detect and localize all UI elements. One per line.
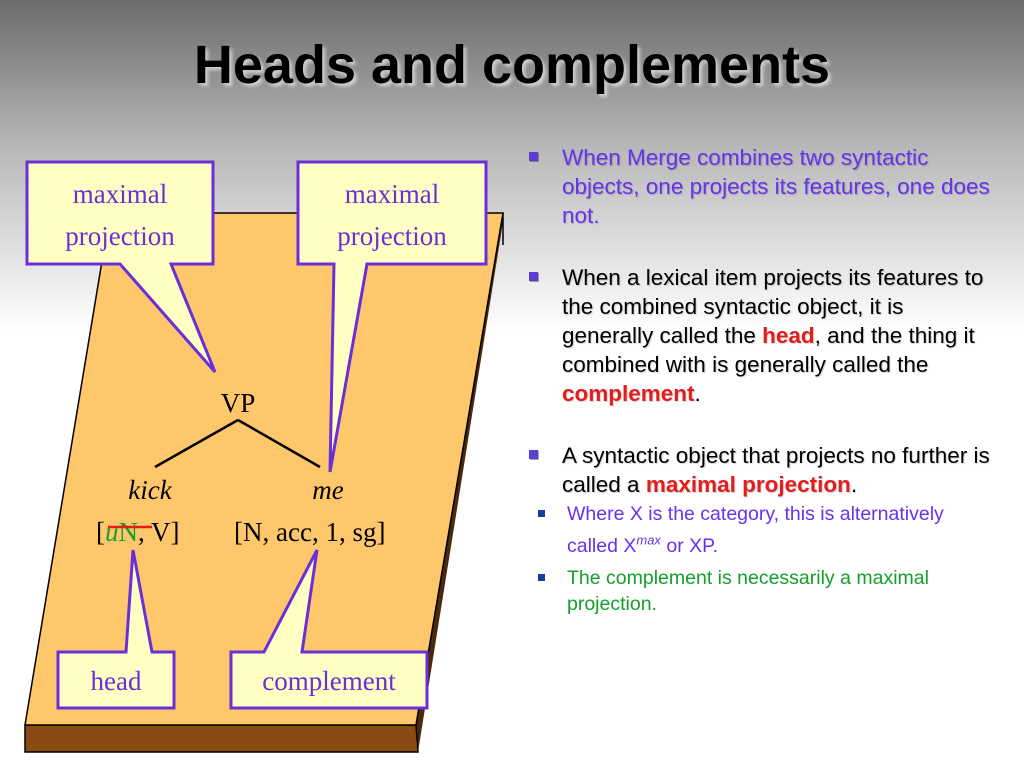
bullet-text-part: . (694, 381, 701, 406)
sub-bullet-square-icon (538, 510, 545, 517)
bullet-square-icon (529, 272, 538, 281)
bullet-item: When Merge combines two syntactic object… (522, 143, 1000, 230)
complement-features: [N, acc, 1, sg] (234, 517, 385, 547)
bullet-text-part: A syntactic object that projects no furt… (562, 443, 990, 497)
tree-branch-right (237, 418, 321, 469)
sub-bullet-item: Where X is the category, this is alterna… (482, 501, 1000, 559)
bullet-text-part: , and the thing it combined with is gene… (562, 323, 975, 377)
superscript-max: max (636, 532, 661, 547)
sub-bullet-item: The complement is necessarily a maximal … (482, 565, 1000, 617)
head-features: [uN, V] (96, 517, 180, 547)
callout-complement (229, 549, 429, 710)
callout-right-line1: maximal (345, 179, 439, 209)
term-maximal-projection: maximal projection (645, 472, 851, 497)
callout-right-line2: projection (337, 221, 447, 251)
head-features-rest: , V] (138, 517, 180, 547)
sub-bullet-text-part: Where X is the category, this is alterna… (567, 503, 944, 557)
head-features-struck-n: N (119, 517, 139, 547)
callout-left-line2: projection (65, 221, 175, 251)
callout-maximal-projection-left (25, 160, 217, 373)
head-features-u: u (105, 517, 119, 547)
sub-bullet-square-icon (538, 573, 545, 581)
bullet-square-icon (529, 450, 538, 459)
callout-head (56, 549, 176, 710)
term-head: head (762, 323, 815, 348)
tree-root-vp: VP (221, 388, 256, 418)
sub-bullet-text: Where X is the category, this is alterna… (567, 503, 944, 557)
bullet-text: A syntactic object that projects no furt… (562, 443, 990, 497)
tree-word-me: me (312, 475, 343, 505)
bullet-text: When Merge combines two syntactic object… (562, 145, 990, 228)
bullet-item: When a lexical item projects its feature… (522, 263, 1000, 408)
term-complement: complement (562, 381, 695, 406)
callout-complement-label: complement (262, 666, 396, 696)
callout-left-line1: maximal (73, 179, 167, 209)
bullet-item: A syntactic object that projects no furt… (522, 441, 1000, 499)
callout-maximal-projection-right (296, 160, 488, 473)
panel-bottom-edge (24, 724, 419, 753)
bullet-square-icon (529, 152, 538, 161)
bullet-text: When a lexical item projects its feature… (562, 265, 983, 406)
sub-bullet-text: The complement is necessarily a maximal … (567, 566, 929, 615)
callout-head-label: head (91, 666, 142, 696)
panel-right-side (416, 213, 503, 752)
slide-title: Heads and complements (193, 35, 831, 95)
bullet-text-part: . (850, 472, 858, 497)
bullet-list: When Merge combines two syntactic object… (522, 143, 1000, 617)
tree-branch-left (154, 418, 239, 469)
bullet-text-part: When a lexical item projects its feature… (562, 265, 984, 348)
sub-bullet-text-part: or XP. (660, 534, 719, 557)
tree-word-kick: kick (128, 475, 172, 505)
head-features-open: [ (96, 517, 105, 547)
